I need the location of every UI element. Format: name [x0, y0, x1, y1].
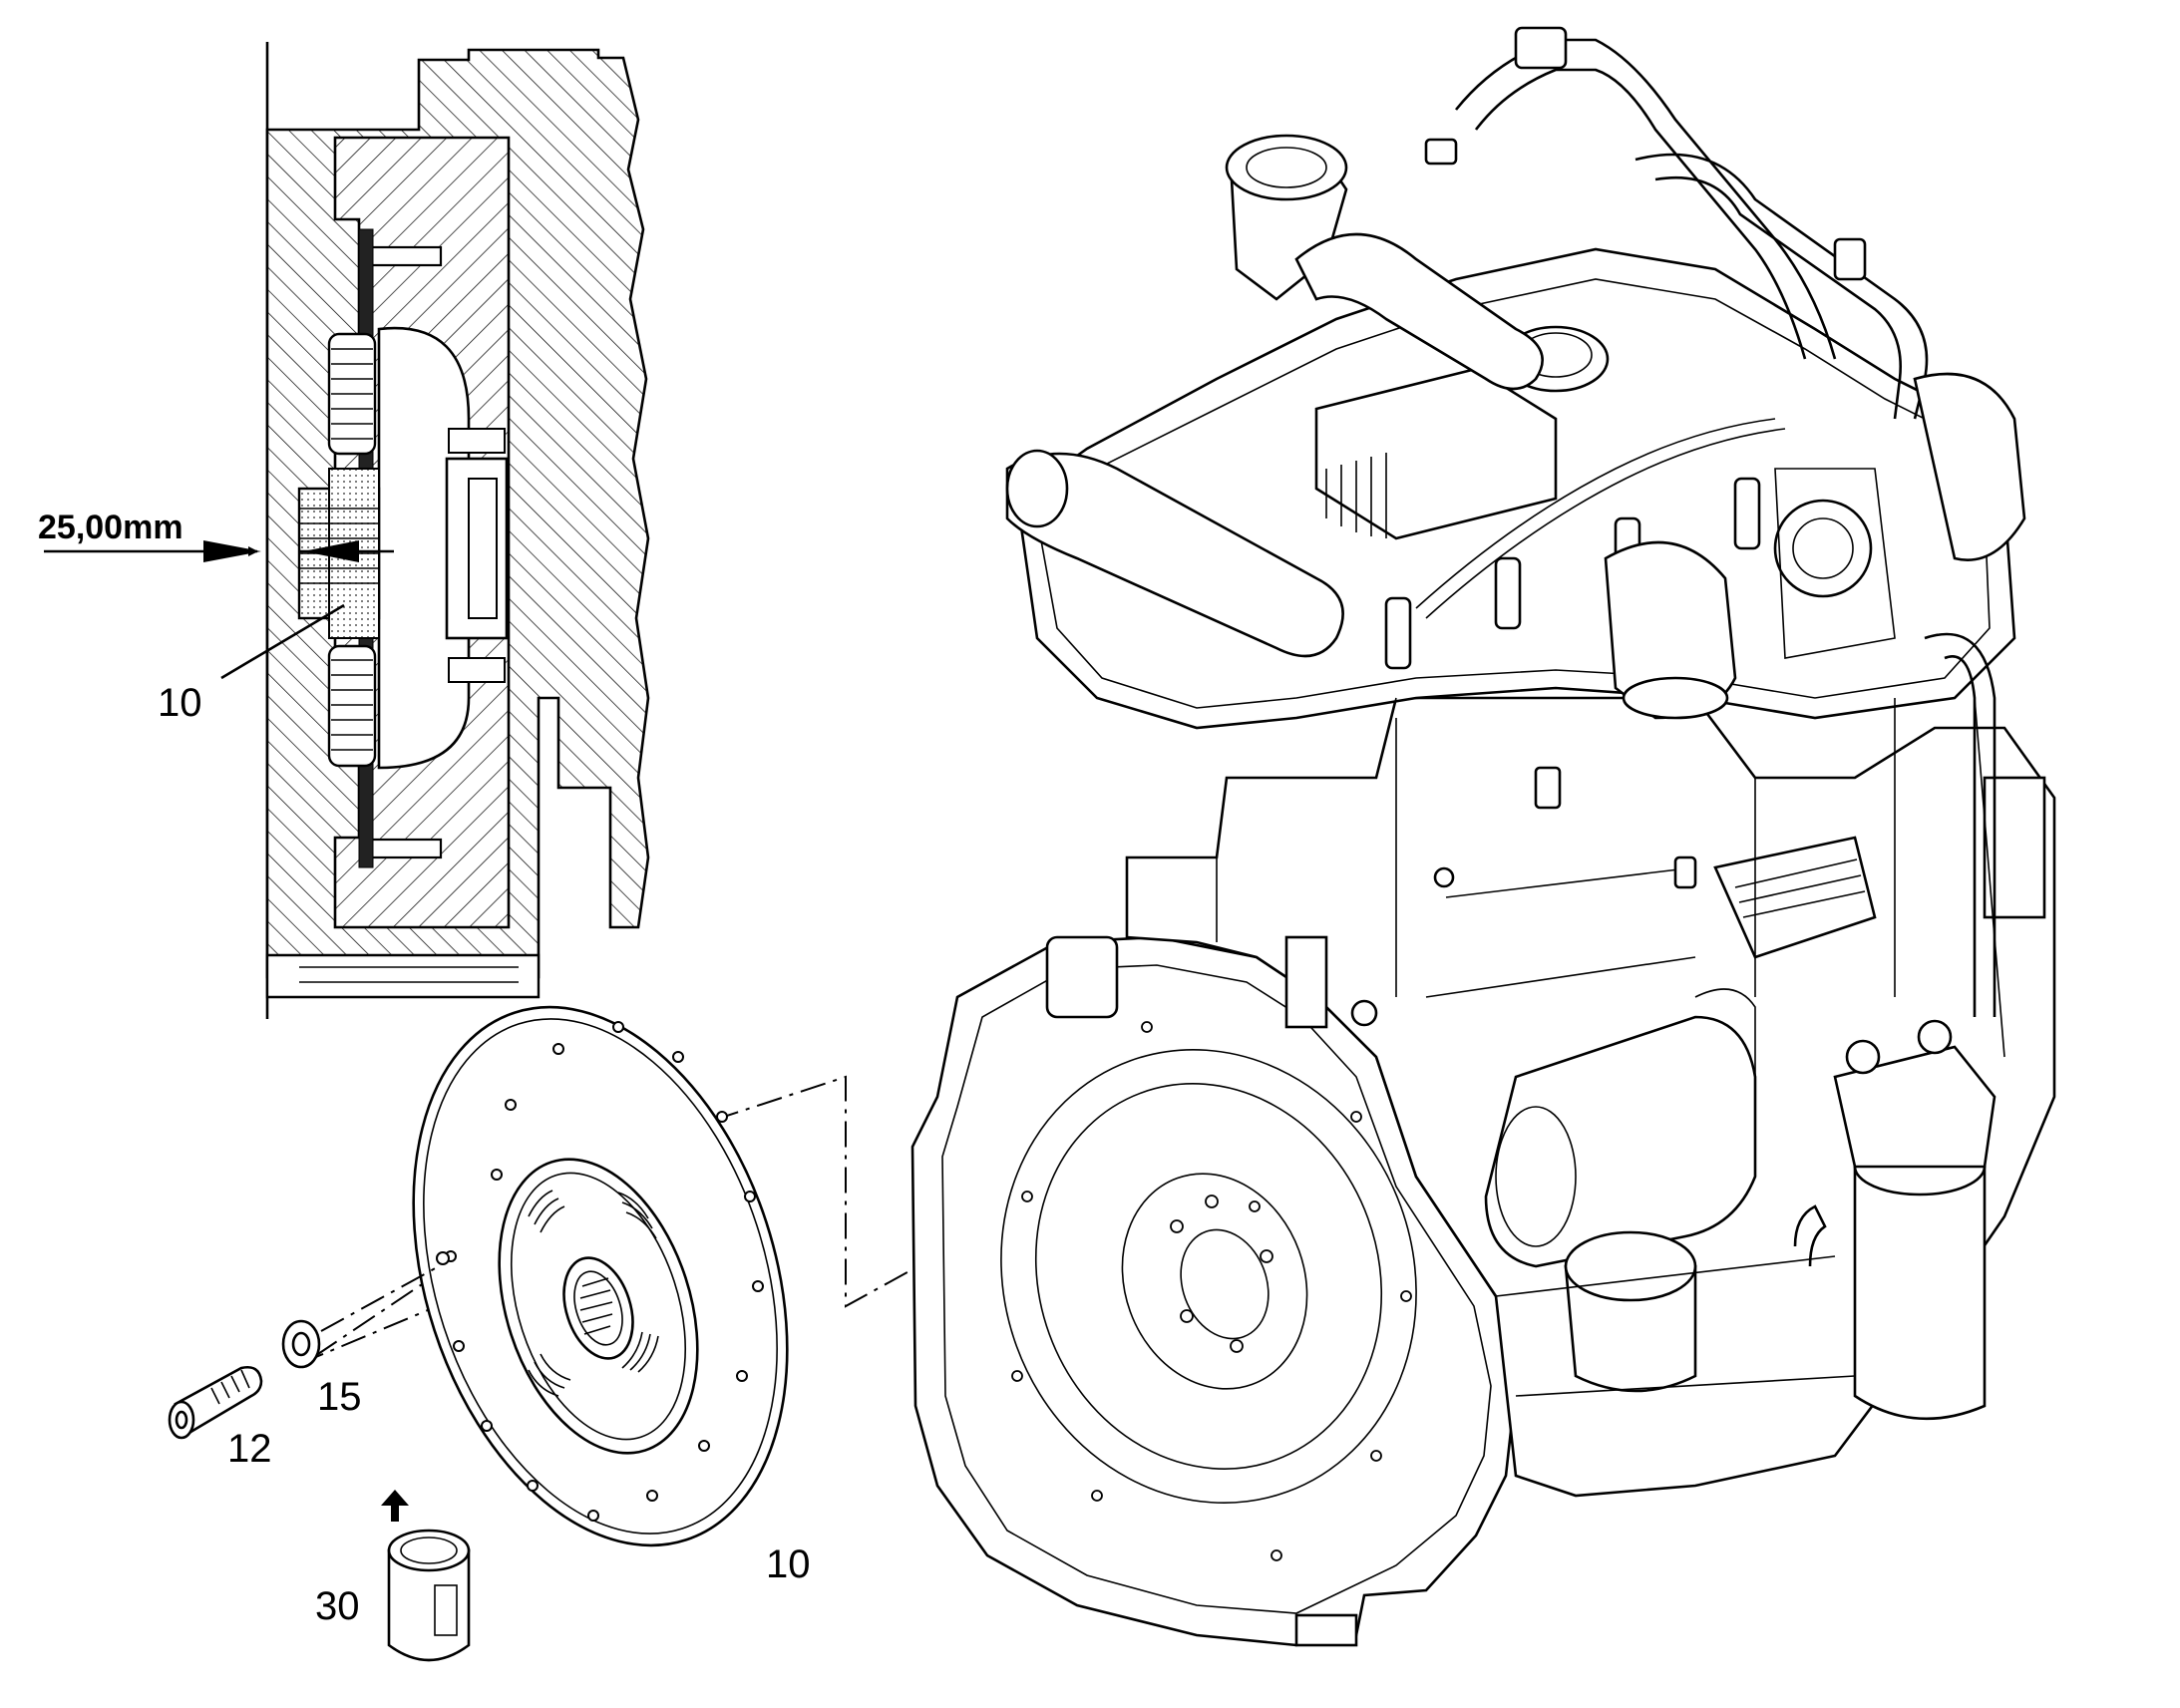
bushing — [381, 1490, 471, 1662]
dimension-label: 25,00mm — [38, 509, 183, 546]
callout-30: 30 — [315, 1584, 360, 1628]
washer — [281, 1265, 440, 1369]
clutch-section-view — [265, 42, 650, 1019]
dimension-indicator: 25,00mm — [38, 509, 394, 562]
callout-15: 15 — [317, 1375, 362, 1419]
callout-disc-10: 10 — [766, 1542, 811, 1586]
screw — [168, 1366, 263, 1440]
callout-section-10: 10 — [158, 681, 202, 725]
leader-line — [220, 603, 345, 680]
clutch-disc — [412, 1005, 789, 1547]
callout-12: 12 — [227, 1427, 272, 1471]
engine-illustration — [910, 26, 2056, 1647]
